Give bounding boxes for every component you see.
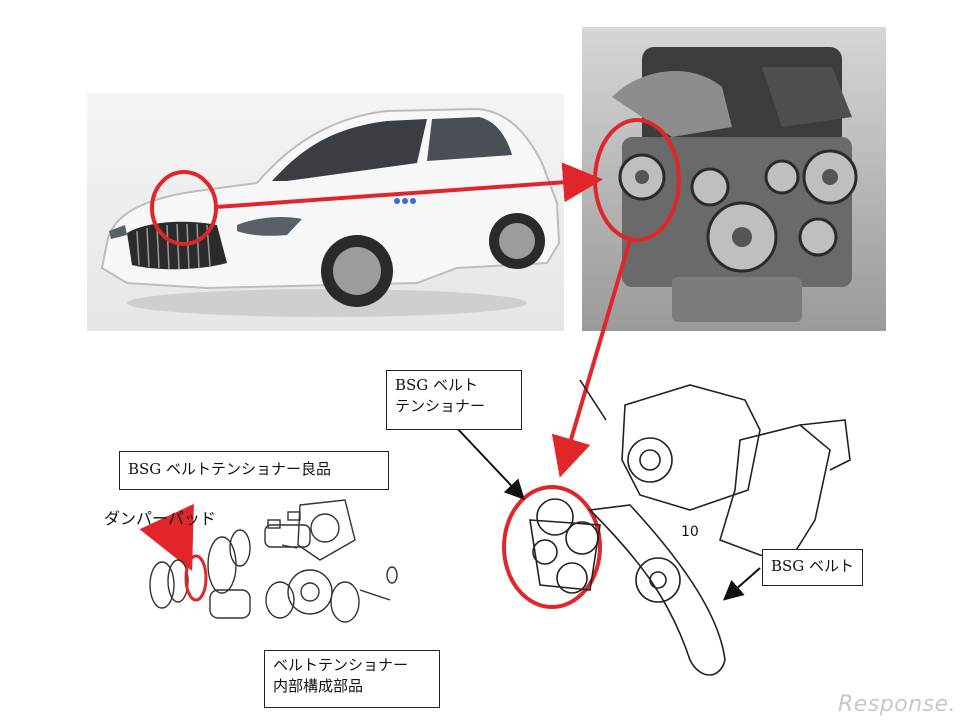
arrow-belt-label bbox=[723, 567, 761, 601]
part-number-label: 10 bbox=[681, 524, 699, 540]
internal-parts-label-line2: 内部構成部品 bbox=[273, 677, 364, 695]
tensioner-label-line2: テンショナー bbox=[395, 397, 486, 415]
tensioner-label: BSG ベルト テンショナー bbox=[386, 370, 522, 430]
arrow-engine-to-tensioner bbox=[551, 239, 632, 478]
arrow-tensioner-label bbox=[454, 425, 525, 500]
good-part-label-text: BSG ベルトテンショナー良品 bbox=[128, 460, 332, 478]
belt-label: BSG ベルト bbox=[762, 549, 863, 586]
exploded-parts-drawing bbox=[149, 499, 398, 623]
belt-label-text: BSG ベルト bbox=[771, 557, 855, 575]
response-watermark: Response. bbox=[838, 692, 957, 717]
tensioner-label-line1: BSG ベルト bbox=[395, 376, 479, 394]
highlight-circle-engine bbox=[593, 118, 681, 242]
highlight-circle-tensioner bbox=[502, 485, 602, 609]
car-photo bbox=[87, 93, 564, 331]
highlight-circle-car-hood bbox=[150, 170, 218, 246]
internal-parts-label: ベルトテンショナー 内部構成部品 bbox=[264, 650, 440, 708]
damper-pad-label: ダンパーパッド bbox=[104, 509, 216, 528]
arrow-damper-pad bbox=[139, 503, 194, 571]
good-part-label: BSG ベルトテンショナー良品 bbox=[119, 451, 389, 490]
arrow-car-to-engine bbox=[215, 162, 603, 209]
internal-parts-label-line1: ベルトテンショナー bbox=[273, 656, 409, 674]
